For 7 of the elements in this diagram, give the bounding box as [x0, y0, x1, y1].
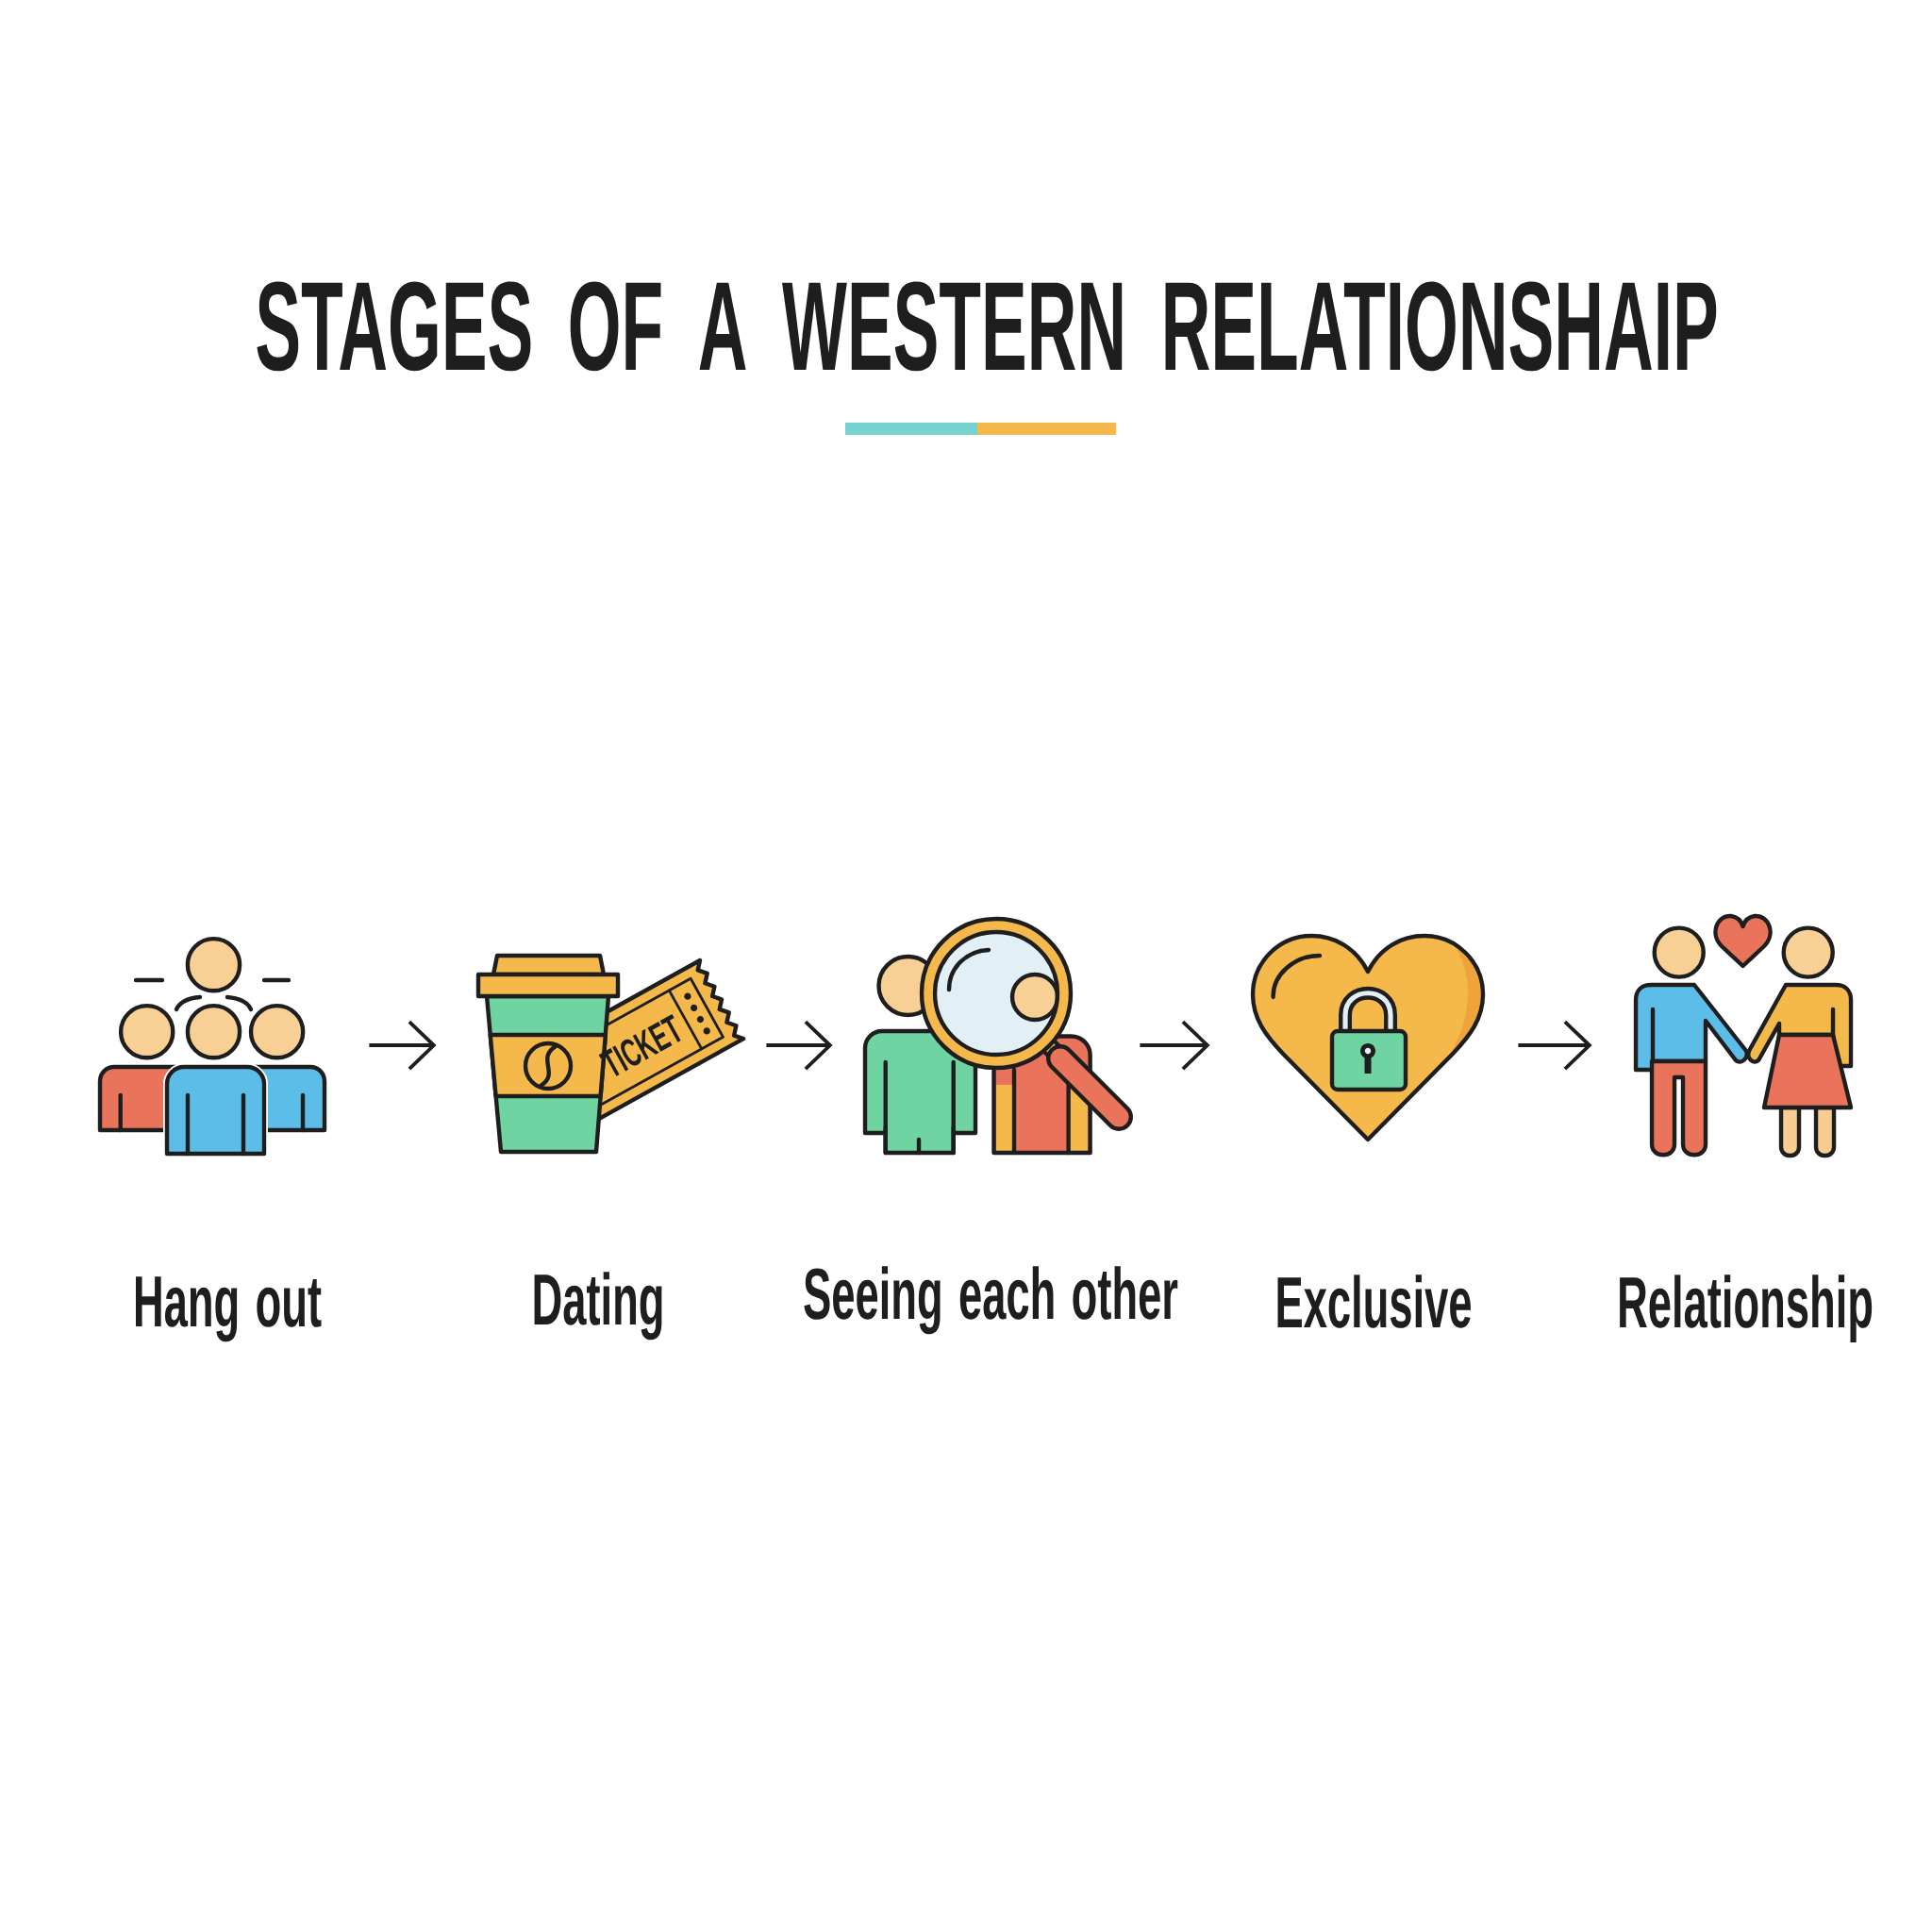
title: STAGES OF A WESTERN RELATIONSHAIP	[257, 281, 1717, 372]
stage-label: Hang out	[136, 1276, 322, 1342]
stage-label: Dating	[534, 1272, 662, 1341]
stage-label: Exclusive	[1277, 1274, 1471, 1328]
stage-label: Seeing each other	[804, 1266, 1178, 1335]
ticket-text: TICKET	[598, 1014, 681, 1076]
stage-label: Relationship	[1620, 1274, 1873, 1342]
